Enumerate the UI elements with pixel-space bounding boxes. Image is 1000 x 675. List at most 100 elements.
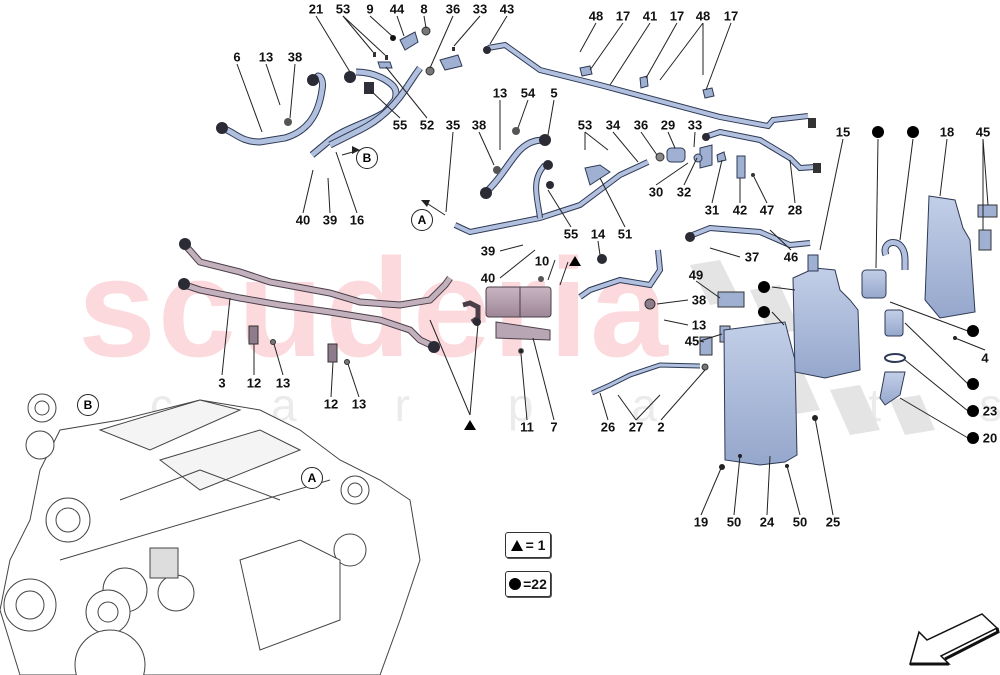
callout-13[interactable]: 13 <box>258 49 274 65</box>
part-29 <box>655 144 713 169</box>
hose-6 <box>216 72 326 146</box>
pad-45 <box>699 336 713 356</box>
fasteners-top <box>373 26 463 76</box>
callout-10[interactable]: 10 <box>534 253 550 269</box>
callout-32[interactable]: 32 <box>676 184 692 200</box>
callout-19[interactable]: 19 <box>693 514 709 530</box>
hose-28 <box>702 128 821 173</box>
callout-15[interactable]: 15 <box>835 124 851 140</box>
callout-44[interactable]: 44 <box>389 1 405 17</box>
callout-24[interactable]: 24 <box>759 514 775 530</box>
callout-17[interactable]: 17 <box>669 8 685 24</box>
callout-31[interactable]: 31 <box>704 202 720 218</box>
hose-21 <box>309 65 423 158</box>
pad-49 <box>717 291 745 308</box>
parts-31-42-47 <box>716 151 755 179</box>
callout-18[interactable]: 18 <box>939 124 955 140</box>
callout-47[interactable]: 47 <box>759 202 775 218</box>
callout-6[interactable]: 6 <box>233 49 241 65</box>
callout-53[interactable]: 53 <box>577 117 593 133</box>
legend-dot-label: =22 <box>523 576 547 592</box>
callout-13[interactable]: 13 <box>351 396 367 412</box>
callout-48[interactable]: 48 <box>695 8 711 24</box>
callout-13[interactable]: 13 <box>691 317 707 333</box>
callout-5[interactable]: 5 <box>550 85 558 101</box>
callout-55[interactable]: 55 <box>392 117 408 133</box>
callout-11[interactable]: 11 <box>520 419 534 435</box>
hose-center <box>578 249 664 310</box>
callout-14[interactable]: 14 <box>590 226 606 242</box>
callout-13[interactable]: 13 <box>275 375 291 391</box>
hose-3 <box>178 238 481 353</box>
callout-7[interactable]: 7 <box>550 419 558 435</box>
callout-48[interactable]: 48 <box>588 8 604 24</box>
direction-arrow-icon <box>909 613 1000 666</box>
callout-38[interactable]: 38 <box>287 49 303 65</box>
callout-34[interactable]: 34 <box>605 117 621 133</box>
callout-13[interactable]: 13 <box>492 85 508 101</box>
callout-40[interactable]: 40 <box>295 212 311 228</box>
callout-50[interactable]: 50 <box>792 514 808 530</box>
hose-46 <box>685 224 811 249</box>
callout-23[interactable]: 23 <box>982 403 998 419</box>
ref-a-engine: A <box>301 467 323 489</box>
callout-4[interactable]: 4 <box>981 350 989 366</box>
legend-triangle: = 1 <box>505 532 551 558</box>
callout-17[interactable]: 17 <box>723 8 739 24</box>
callout-12[interactable]: 12 <box>323 396 339 412</box>
callout-16[interactable]: 16 <box>349 212 365 228</box>
ref-b-top: B <box>356 147 378 169</box>
callout-51[interactable]: 51 <box>617 226 633 242</box>
callout-38[interactable]: 38 <box>691 292 707 308</box>
callout-49[interactable]: 49 <box>688 267 704 283</box>
callout-54[interactable]: 54 <box>520 85 536 101</box>
callout-45[interactable]: 45 <box>684 333 700 349</box>
callout-21[interactable]: 21 <box>308 1 324 17</box>
callout-38[interactable]: 38 <box>471 117 487 133</box>
bullet-markers <box>758 126 979 444</box>
triangle-icon <box>510 539 523 551</box>
callout-55[interactable]: 55 <box>563 226 579 242</box>
hose-41 <box>483 41 816 130</box>
callout-3[interactable]: 3 <box>218 375 226 391</box>
callout-52[interactable]: 52 <box>419 117 435 133</box>
callout-43[interactable]: 43 <box>499 1 515 17</box>
callout-29[interactable]: 29 <box>660 117 676 133</box>
callout-2[interactable]: 2 <box>657 419 665 435</box>
callout-12[interactable]: 12 <box>246 375 262 391</box>
callout-45[interactable]: 45 <box>975 124 991 140</box>
callout-17[interactable]: 17 <box>615 8 631 24</box>
callout-25[interactable]: 25 <box>825 514 841 530</box>
callout-40[interactable]: 40 <box>480 270 496 286</box>
callout-36[interactable]: 36 <box>633 117 649 133</box>
callout-36[interactable]: 36 <box>445 1 461 17</box>
callout-9[interactable]: 9 <box>366 1 374 17</box>
pad-45d <box>978 229 992 251</box>
ref-a-top: A <box>411 209 433 231</box>
callout-8[interactable]: 8 <box>420 1 428 17</box>
clips-12 <box>248 325 350 365</box>
callout-39[interactable]: 39 <box>322 212 338 228</box>
callout-28[interactable]: 28 <box>787 202 803 218</box>
callout-50[interactable]: 50 <box>726 514 742 530</box>
callout-30[interactable]: 30 <box>648 184 664 200</box>
arrow-b <box>352 146 360 154</box>
pad-45c <box>977 204 998 218</box>
callout-33[interactable]: 33 <box>472 1 488 17</box>
callout-20[interactable]: 20 <box>982 430 998 446</box>
callout-42[interactable]: 42 <box>732 202 748 218</box>
pump <box>861 239 909 406</box>
callout-33[interactable]: 33 <box>687 117 703 133</box>
callout-53[interactable]: 53 <box>335 1 351 17</box>
leader-lines <box>221 15 989 516</box>
canister-small <box>485 276 552 354</box>
callout-46[interactable]: 46 <box>783 249 799 265</box>
callout-41[interactable]: 41 <box>642 8 658 24</box>
callout-26[interactable]: 26 <box>600 419 616 435</box>
callout-37[interactable]: 37 <box>744 249 760 265</box>
shield-24 <box>723 321 798 466</box>
callout-27[interactable]: 27 <box>628 419 644 435</box>
callout-35[interactable]: 35 <box>445 117 461 133</box>
callout-39[interactable]: 39 <box>480 243 496 259</box>
